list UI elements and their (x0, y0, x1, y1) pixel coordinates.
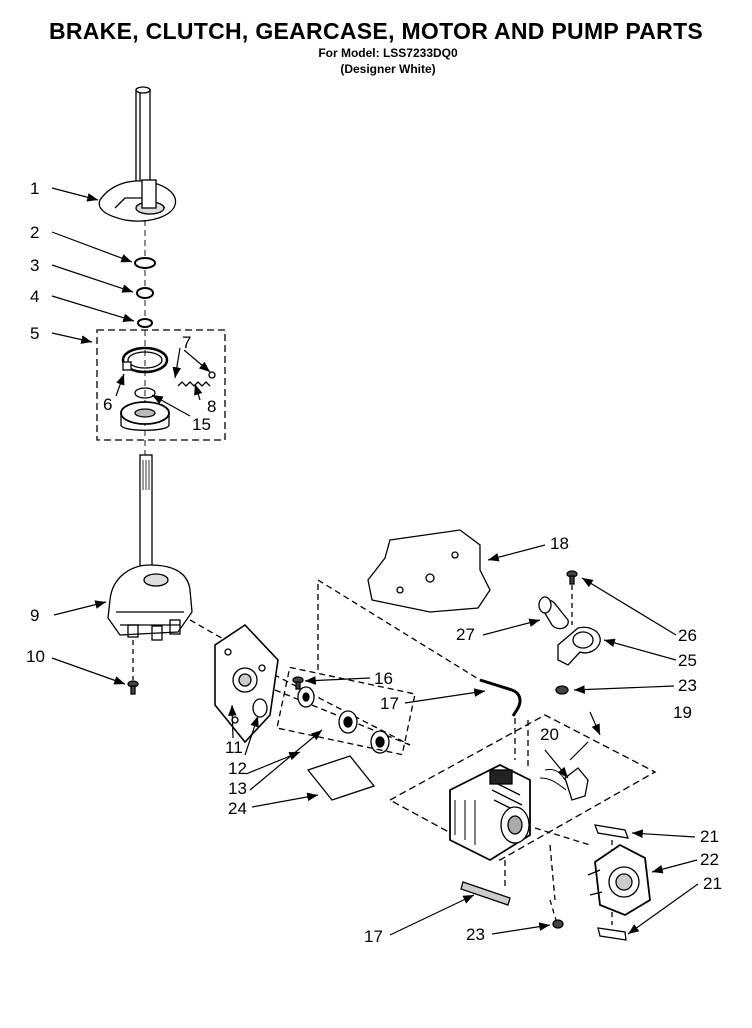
callout-16: 16 (374, 669, 393, 688)
callout-17: 17 (364, 927, 383, 946)
callout-6: 6 (103, 395, 112, 414)
hose-part (479, 678, 522, 717)
callout-24: 24 (228, 799, 247, 818)
callout-23: 23 (466, 925, 485, 944)
callout-1: 1 (30, 179, 39, 198)
coupling-part (338, 710, 358, 734)
callout-26: 26 (678, 626, 697, 645)
clutch-kit-box (96, 329, 226, 441)
callout-18: 18 (550, 534, 569, 553)
callout-8: 8 (207, 397, 216, 416)
callout-11: 11 (225, 738, 243, 757)
capacitor-part (539, 767, 589, 801)
clutch-drum-part (120, 401, 170, 431)
coupling-part (297, 686, 315, 708)
callout-21: 21 (700, 827, 719, 846)
callout-23: 23 (678, 676, 697, 695)
callout-20: 20 (540, 725, 559, 744)
screw-part (127, 680, 139, 695)
retainer-part (137, 318, 153, 328)
callout-2: 2 (30, 223, 39, 242)
callout-13: 13 (228, 779, 247, 798)
screw-part (552, 919, 564, 929)
clutch-band-part (121, 346, 169, 374)
diagram-title: BRAKE, CLUTCH, GEARCASE, MOTOR AND PUMP … (48, 18, 704, 44)
callout-15: 15 (192, 415, 211, 434)
callout-7: 7 (182, 333, 191, 352)
drive-bracket-part (214, 623, 279, 744)
callout-17: 17 (380, 694, 399, 713)
callout-12: 12 (228, 759, 247, 778)
washer-part (134, 257, 156, 269)
screw-part (566, 570, 578, 585)
callout-21: 21 (703, 874, 722, 893)
pad-part (306, 755, 376, 801)
pump-part (587, 843, 651, 917)
callout-3: 3 (30, 256, 39, 275)
callout-25: 25 (678, 651, 697, 670)
bushing-part (252, 698, 268, 718)
motor-part (449, 763, 531, 862)
callout-5: 5 (30, 324, 39, 343)
grommet-part (538, 596, 569, 630)
coupling-part (370, 730, 390, 754)
mounting-bracket-part (557, 626, 601, 666)
gearcase-part (107, 454, 193, 641)
callout-27: 27 (456, 625, 475, 644)
screw-part (555, 685, 569, 695)
nut-part (292, 676, 304, 690)
shield-part (367, 529, 491, 613)
brake-assembly-part (98, 86, 177, 222)
callout-22: 22 (700, 850, 719, 869)
clip-part (593, 824, 630, 839)
model-number: For Model: LSS7233DQ0 (318, 46, 458, 60)
clip-part (136, 287, 154, 299)
callout-4: 4 (30, 287, 39, 306)
callout-9: 9 (30, 606, 39, 625)
color-designation: (Designer White) (340, 62, 436, 76)
callout-10: 10 (26, 647, 45, 666)
hose-part (460, 881, 511, 906)
clip-part (597, 927, 627, 941)
spring-part (177, 371, 216, 387)
callout-19: 19 (673, 703, 692, 722)
